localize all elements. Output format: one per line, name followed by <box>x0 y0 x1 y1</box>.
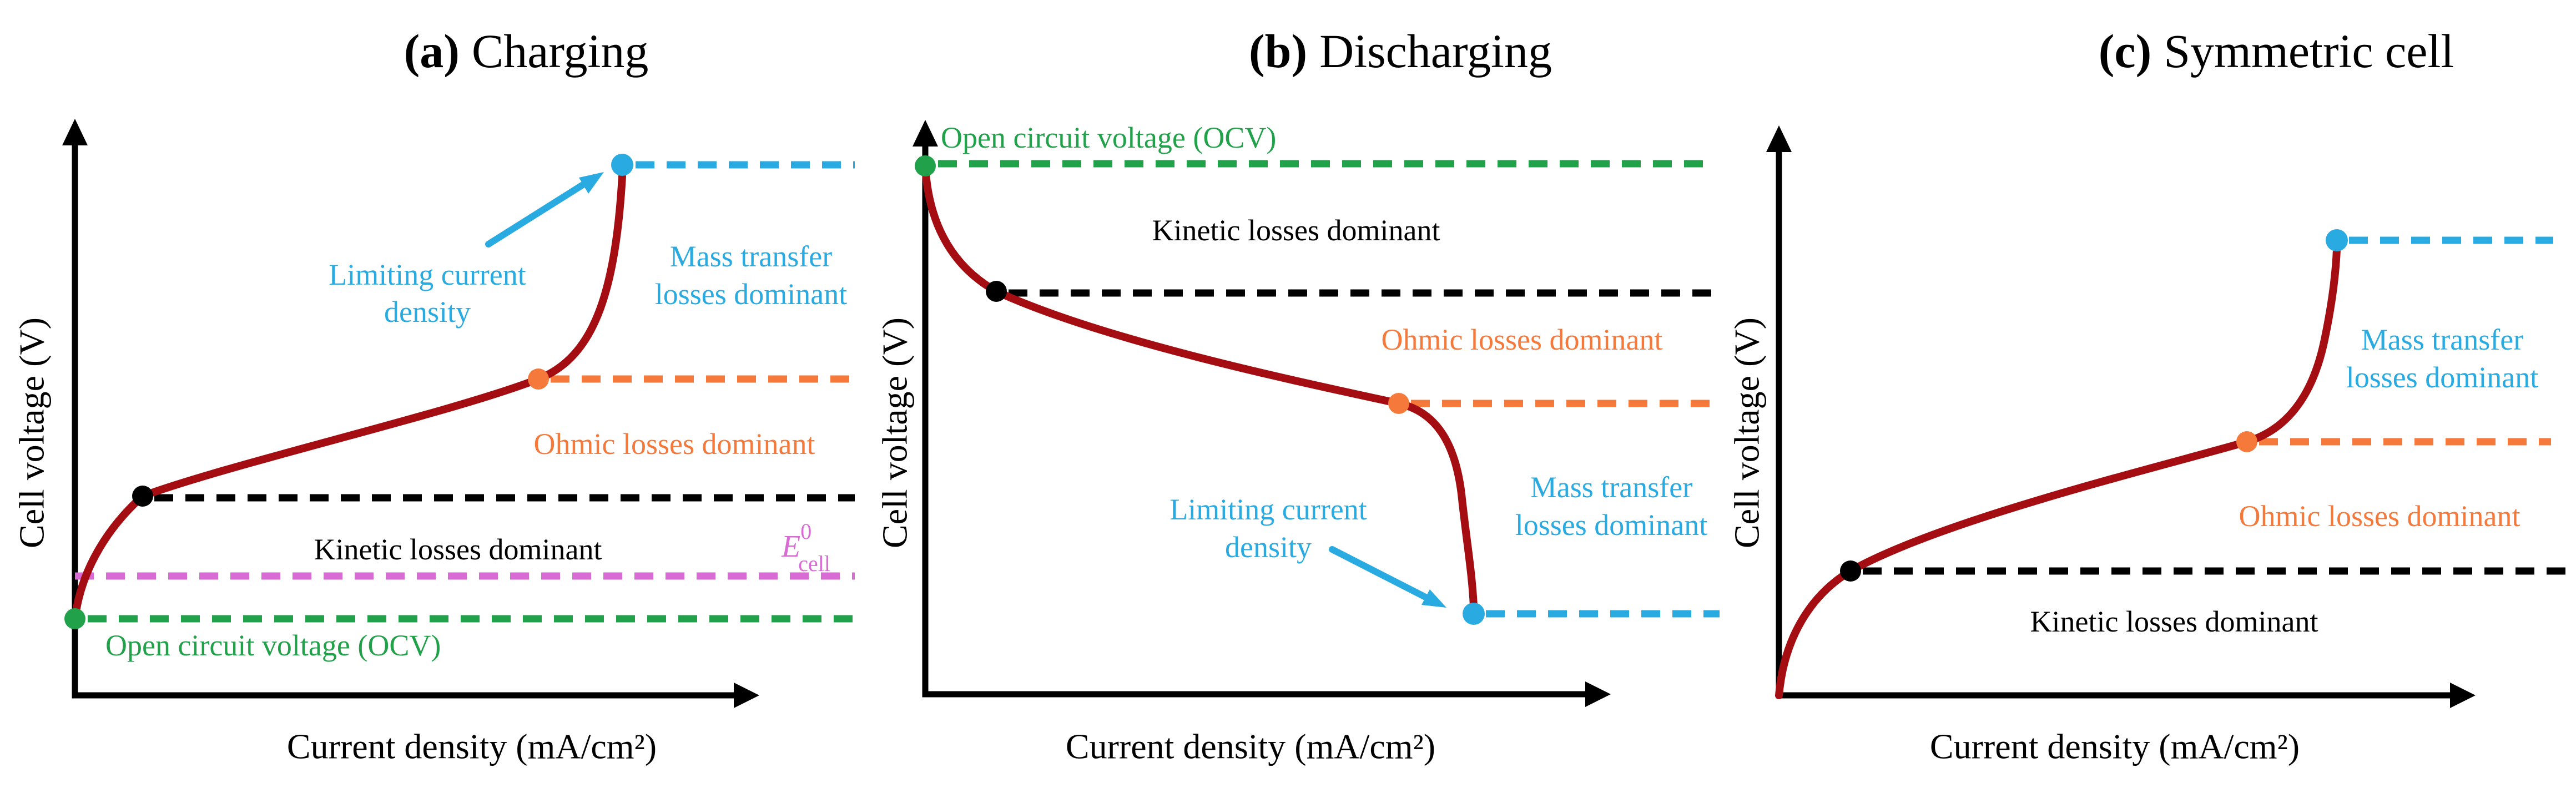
panel-b-x-axis-label: Current density (mA/cm²) <box>1066 727 1435 766</box>
panel-c-y-axis-label: Cell voltage (V) <box>1727 317 1767 548</box>
panel-a-kinetic-label: Kinetic losses dominant <box>314 533 602 566</box>
panel-c-title-text: Symmetric cell <box>2164 24 2454 78</box>
panel-a-limiting-label-line2: density <box>384 295 471 329</box>
panel-b-ocv-point <box>915 155 936 176</box>
panel-a-ohmic-transition-point <box>528 368 549 390</box>
panel-c-kinetic-label: Kinetic losses dominant <box>2030 605 2318 638</box>
panel-c-x-axis-label: Current density (mA/cm²) <box>1930 727 2300 766</box>
panel-a-ocv-label: Open circuit voltage (OCV) <box>105 629 441 662</box>
panel-a-x-axis-arrowhead-icon <box>734 683 759 708</box>
panel-a-ohmic-label: Ohmic losses dominant <box>534 427 815 461</box>
panel-c-mass-transfer-label-line1: Mass transfer <box>2361 323 2523 356</box>
panel-a-charging: (a)Charging Cell voltage (V) Current den… <box>12 24 859 766</box>
panel-b-discharging: (b)Discharging Cell voltage (V) Current … <box>875 24 1720 766</box>
panel-c-kinetic-transition-point <box>1840 560 1861 582</box>
panel-a-limiting-arrowhead-icon <box>579 172 604 194</box>
panel-a-y-axis-label: Cell voltage (V) <box>12 317 52 548</box>
panel-a-e0cell-superscript: 0 <box>800 519 811 544</box>
panel-b-title: (b)Discharging <box>1249 24 1552 78</box>
panel-b-mass-transfer-label-line2: losses dominant <box>1515 508 1708 542</box>
panel-b-ohmic-transition-point <box>1388 393 1409 414</box>
panel-c-symmetric-cell: (c)Symmetric cell Cell voltage (V) Curre… <box>1727 24 2567 766</box>
panel-b-limiting-label-line2: density <box>1225 531 1312 564</box>
panel-b-title-text: Discharging <box>1319 24 1552 78</box>
panel-b-polarization-curve <box>921 162 1478 610</box>
panel-b-y-axis-label: Cell voltage (V) <box>875 317 915 548</box>
panel-b-y-axis-arrowhead-icon <box>913 120 938 147</box>
panel-a-kinetic-transition-point <box>132 486 153 507</box>
panel-c-limiting-current-point <box>2326 229 2348 251</box>
panel-c-mass-transfer-label-line2: losses dominant <box>2346 361 2539 394</box>
panel-a-mass-transfer-label-line1: Mass transfer <box>670 240 832 273</box>
panel-a-title-text: Charging <box>472 24 649 78</box>
panel-c-ohmic-label: Ohmic losses dominant <box>2239 499 2520 533</box>
panel-b-mass-transfer-label-line1: Mass transfer <box>1530 471 1692 504</box>
panel-a-polarization-curve <box>71 173 626 623</box>
panel-a-x-axis-label: Current density (mA/cm²) <box>287 727 657 766</box>
panel-a-e0cell-label: E0 cell <box>781 519 830 576</box>
panel-a-e0cell-base: E <box>781 529 800 564</box>
panel-a-e0cell-subscript: cell <box>798 551 830 576</box>
panel-a-limiting-current-point <box>611 154 633 176</box>
panel-b-kinetic-label: Kinetic losses dominant <box>1152 214 1440 247</box>
panel-a-title: (a)Charging <box>404 24 649 78</box>
panel-a-mass-transfer-label-line2: losses dominant <box>655 277 848 311</box>
panel-b-x-axis-arrowhead-icon <box>1585 681 1611 707</box>
panel-c-polarization-curve <box>1775 246 2341 699</box>
panel-b-ocv-label: Open circuit voltage (OCV) <box>941 121 1276 154</box>
panel-a-limiting-arrow <box>485 181 586 248</box>
panel-a-limiting-label-line1: Limiting current <box>329 258 526 291</box>
panel-b-title-prefix: (b) <box>1249 24 1307 78</box>
panel-c-title-prefix: (c) <box>2099 24 2151 78</box>
panel-c-y-axis-arrowhead-icon <box>1766 125 1792 152</box>
panel-c-title: (c)Symmetric cell <box>2099 24 2454 78</box>
panel-a-y-axis-arrowhead-icon <box>62 119 88 145</box>
panel-b-limiting-arrowhead-icon <box>1421 589 1446 608</box>
panel-c-x-axis-arrowhead-icon <box>2450 683 2476 708</box>
panel-c-ohmic-transition-point <box>2236 431 2257 452</box>
panel-a-ocv-point <box>64 608 85 629</box>
panel-a-title-prefix: (a) <box>404 24 460 78</box>
panel-b-limiting-current-point <box>1463 603 1485 625</box>
panel-b-ohmic-label: Ohmic losses dominant <box>1382 323 1663 356</box>
panel-b-kinetic-transition-point <box>986 281 1007 302</box>
panel-b-limiting-arrow <box>1329 546 1431 602</box>
panel-b-limiting-label-line1: Limiting current <box>1169 493 1367 526</box>
